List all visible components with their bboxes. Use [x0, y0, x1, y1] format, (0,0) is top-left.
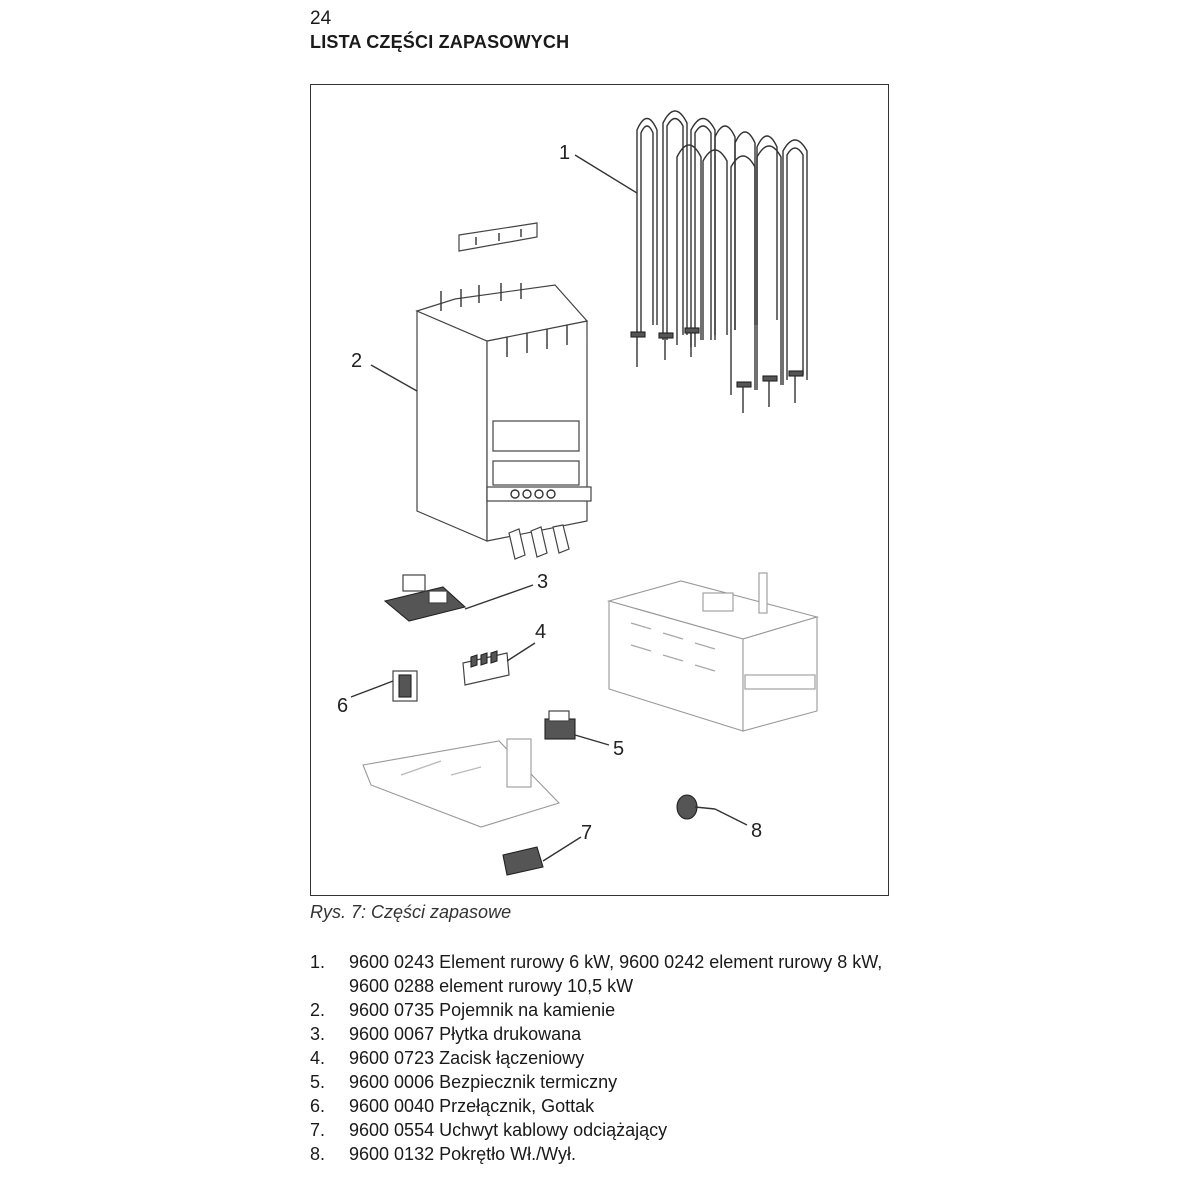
- cable-strain-relief-illustration: [502, 846, 544, 876]
- list-item: 7. 9600 0554 Uchwyt kablowy odciążający: [310, 1118, 910, 1142]
- list-item-number: 6.: [310, 1096, 326, 1116]
- list-item-number: 8.: [310, 1144, 326, 1164]
- thermal-fuse-illustration: [544, 710, 576, 740]
- callout-label-3: 3: [537, 571, 548, 593]
- page-number: 24: [310, 8, 332, 29]
- on-off-knob-illustration: [676, 794, 716, 820]
- callout-line-6: [350, 680, 394, 698]
- callout-label-2: 2: [351, 350, 362, 372]
- list-item: 3. 9600 0067 Płytka drukowana: [310, 1022, 910, 1046]
- callout-label-7: 7: [581, 822, 592, 844]
- cover-bracket-illustration: [458, 222, 538, 252]
- callout-label-4: 4: [535, 621, 546, 643]
- spare-parts-figure: 1 2: [310, 84, 889, 896]
- stone-container-illustration: [415, 283, 592, 560]
- list-item: 8. 9600 0132 Pokrętło Wł./Wył.: [310, 1142, 910, 1166]
- callout-line-7: [542, 836, 582, 862]
- heater-housing-illustration: [606, 572, 820, 732]
- callout-label-1: 1: [559, 142, 570, 164]
- list-item-text: 9600 0554 Uchwyt kablowy odciążający: [349, 1120, 668, 1140]
- list-item-number: 3.: [310, 1024, 326, 1044]
- list-item-text: 9600 0132 Pokrętło Wł./Wył.: [349, 1144, 576, 1164]
- callout-label-6: 6: [337, 695, 348, 717]
- callout-line-3: [464, 584, 534, 610]
- page-title: LISTA CZĘŚCI ZAPASOWYCH: [310, 32, 570, 52]
- list-item-number: 5.: [310, 1072, 326, 1092]
- circuit-board-illustration: [383, 574, 467, 622]
- callout-line-1: [574, 154, 638, 194]
- list-item-number: 7.: [310, 1120, 326, 1140]
- list-item-text: 9600 0723 Zacisk łączeniowy: [349, 1048, 585, 1068]
- list-item: 4. 9600 0723 Zacisk łączeniowy: [310, 1046, 910, 1070]
- list-item-text: 9600 0735 Pojemnik na kamienie: [349, 1000, 616, 1020]
- callout-line-8: [714, 808, 748, 826]
- list-item: 1. 9600 0243 Element rurowy 6 kW, 9600 02…: [310, 950, 910, 998]
- exploded-parts-drawing: 1 2: [337, 110, 820, 876]
- callout-line-5: [574, 734, 610, 746]
- parts-list: 1. 9600 0243 Element rurowy 6 kW, 9600 02…: [310, 950, 910, 1166]
- callout-label-8: 8: [751, 820, 762, 842]
- figure-caption: Rys. 7: Części zapasowe: [310, 902, 512, 922]
- list-item-text: 9600 0243 Element rurowy 6 kW, 9600 0242…: [349, 952, 883, 996]
- base-plate-illustration: [362, 738, 561, 828]
- callout-line-2: [370, 364, 418, 392]
- callout-line-4: [506, 642, 536, 662]
- list-item-number: 2.: [310, 1000, 326, 1020]
- list-item: 2. 9600 0735 Pojemnik na kamienie: [310, 998, 910, 1022]
- heating-elements-illustration: [630, 110, 808, 413]
- list-item-number: 1.: [310, 952, 326, 972]
- list-item-text: 9600 0067 Płytka drukowana: [349, 1024, 582, 1044]
- callout-label-5: 5: [613, 738, 624, 760]
- terminal-block-illustration: [462, 650, 510, 686]
- list-item: 5. 9600 0006 Bezpiecznik termiczny: [310, 1070, 910, 1094]
- list-item-number: 4.: [310, 1048, 326, 1068]
- list-item-text: 9600 0040 Przełącznik, Gottak: [349, 1096, 595, 1116]
- list-item-text: 9600 0006 Bezpiecznik termiczny: [349, 1072, 618, 1092]
- list-item: 6. 9600 0040 Przełącznik, Gottak: [310, 1094, 910, 1118]
- switch-illustration: [392, 670, 418, 702]
